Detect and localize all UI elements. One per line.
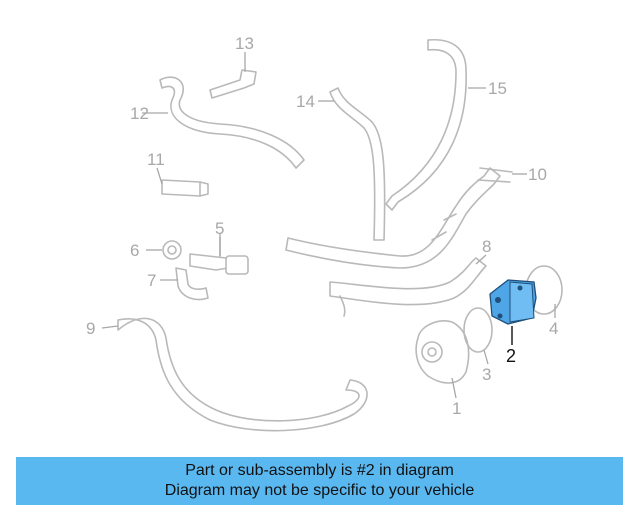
part-12-hose (159, 76, 305, 169)
callout-13: 13 (235, 34, 254, 53)
part-13-tube (209, 69, 257, 99)
part-8-hose (329, 257, 487, 317)
part-7-hose (175, 267, 209, 301)
callout-9: 9 (86, 319, 95, 338)
callout-1: 1 (452, 399, 461, 418)
callout-5: 5 (215, 219, 224, 238)
part-5-sensor (189, 233, 249, 275)
part-2-highlighted (489, 279, 537, 325)
part-6-clamp (162, 240, 182, 260)
callout-12: 12 (130, 104, 149, 123)
callout-4: 4 (549, 319, 558, 338)
info-banner: Part or sub-assembly is #2 in diagram Di… (16, 457, 623, 505)
callout-3: 3 (482, 365, 491, 384)
part-15-tube (385, 39, 467, 211)
callout-8: 8 (482, 237, 491, 256)
part-9-hose (117, 317, 368, 432)
callout-10: 10 (528, 165, 547, 184)
callout-6: 6 (130, 241, 139, 260)
part-14-hose (329, 87, 386, 241)
callout-14: 14 (296, 92, 315, 111)
banner-line-1: Part or sub-assembly is #2 in diagram (185, 462, 454, 479)
callout-15: 15 (488, 79, 507, 98)
part-3-gasket (463, 307, 493, 353)
part-10-pipe (285, 167, 513, 269)
callout-11: 11 (147, 150, 165, 169)
callout-7: 7 (147, 271, 156, 290)
parts-diagram: 1 2 3 4 5 6 7 8 9 10 11 12 13 14 15 (86, 34, 563, 432)
part-11-connector (161, 179, 209, 197)
callout-2: 2 (506, 346, 516, 366)
banner-line-2: Diagram may not be specific to your vehi… (164, 482, 475, 499)
part-1-housing (415, 320, 470, 384)
